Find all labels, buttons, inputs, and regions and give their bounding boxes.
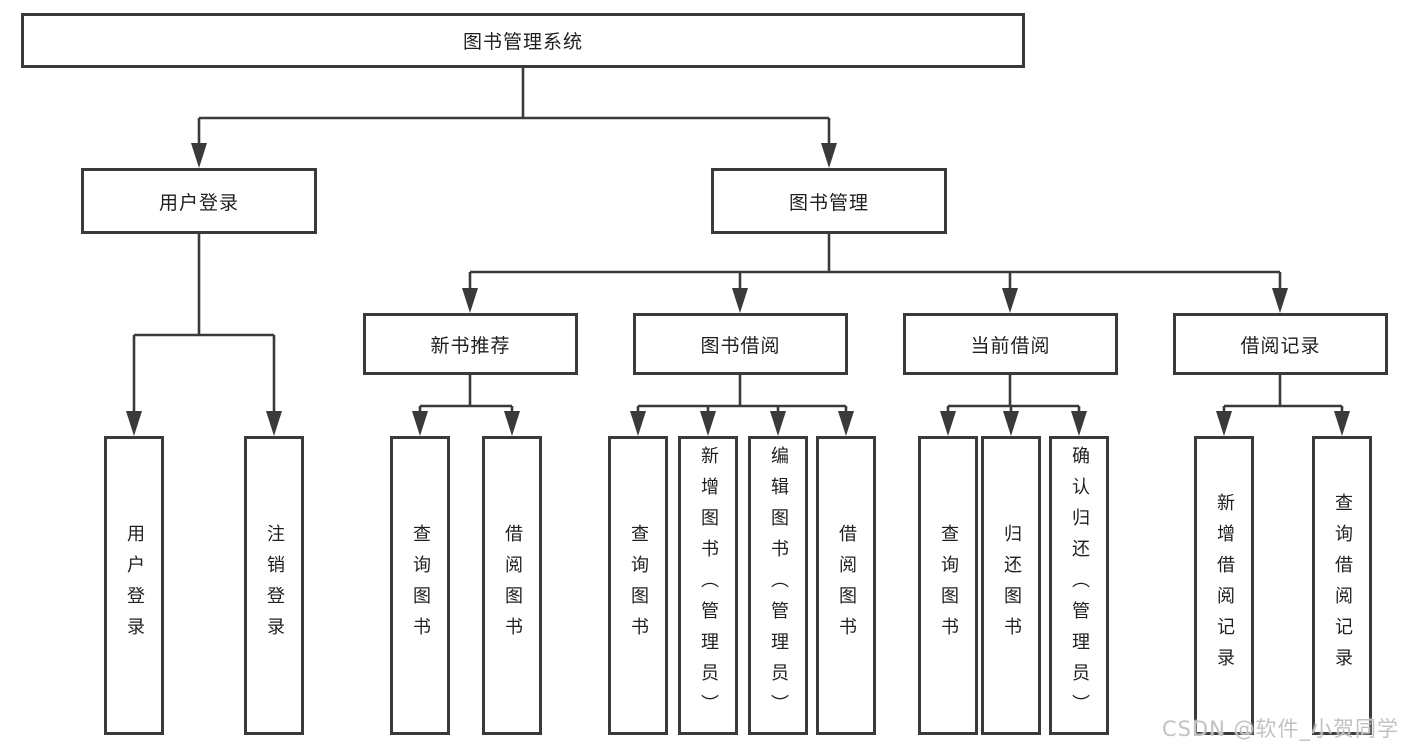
node-label: 查询图书: [938, 523, 959, 648]
node-label: 归还图书: [1001, 523, 1022, 648]
arrowhead-borrow-record: [1272, 288, 1288, 313]
connector-root-to-level2: [191, 68, 837, 168]
node-label: 借阅图书: [836, 523, 857, 648]
arrowhead-leaf: [504, 411, 520, 436]
node-user-login: 用户登录: [81, 168, 317, 234]
connector-line: [132, 234, 276, 414]
csdn-watermark: CSDN @软件_小贺同学: [1161, 717, 1399, 741]
node-label: 确认归还（管理员）: [1069, 446, 1090, 725]
node-label: 新增图书（管理员）: [698, 446, 719, 725]
node-label: 注销登录: [264, 523, 285, 648]
node-new-book-recommendation: 新书推荐: [363, 313, 578, 375]
node-book-management: 图书管理: [711, 168, 947, 234]
node-label: 当前借阅: [970, 334, 1051, 357]
arrowhead-leaf: [1334, 411, 1350, 436]
arrowhead-leaf-login: [126, 411, 142, 436]
arrowhead-leaf: [838, 411, 854, 436]
node-label: 借阅记录: [1240, 334, 1321, 357]
connector-line: [197, 68, 831, 148]
connector-borrow-record-to-leaves: [1216, 375, 1350, 436]
arrowhead-user-login: [191, 143, 207, 168]
node-label: 查询图书: [410, 523, 431, 648]
connector-line: [468, 234, 1282, 290]
connector-book-borrow-to-leaves: [630, 375, 854, 436]
leaf-borrow-books-2: 借阅图书: [816, 436, 876, 735]
arrowhead-leaf: [630, 411, 646, 436]
connector-user-login-to-leaves: [126, 234, 282, 436]
arrowhead-new-book-rec: [462, 288, 478, 313]
leaf-query-borrow-record: 查询借阅记录: [1312, 436, 1372, 735]
arrowhead-book-borrow: [732, 288, 748, 313]
connector-book-management-to-level3: [462, 234, 1288, 313]
leaf-user-login: 用户登录: [104, 436, 164, 735]
node-label: 用户登录: [124, 523, 145, 648]
leaf-add-borrow-record: 新增借阅记录: [1194, 436, 1254, 735]
arrowhead-leaf-logout: [266, 411, 282, 436]
node-label: 查询借阅记录: [1332, 492, 1353, 679]
node-label: 查询图书: [628, 523, 649, 648]
node-label: 用户登录: [158, 191, 239, 214]
node-label: 图书管理系统: [462, 31, 583, 53]
node-current-borrowing: 当前借阅: [903, 313, 1118, 375]
connector-line: [418, 375, 514, 414]
connector-line: [636, 375, 848, 414]
node-label: 图书借阅: [700, 334, 781, 357]
arrowhead-leaf: [940, 411, 956, 436]
connector-line: [946, 375, 1081, 414]
node-label: 编辑图书（管理员）: [768, 446, 789, 725]
leaf-borrow-books-1: 借阅图书: [482, 436, 542, 735]
connector-new-book-rec-to-leaves: [412, 375, 520, 436]
leaf-confirm-return-admin: 确认归还（管理员）: [1049, 436, 1109, 735]
node-label: 新增借阅记录: [1214, 492, 1235, 679]
leaf-query-books-3: 查询图书: [918, 436, 978, 735]
arrowhead-leaf: [1216, 411, 1232, 436]
leaf-edit-books-admin: 编辑图书（管理员）: [748, 436, 808, 735]
connector-current-borrow-to-leaves: [940, 375, 1087, 436]
leaf-return-books: 归还图书: [981, 436, 1041, 735]
arrowhead-leaf: [700, 411, 716, 436]
arrowhead-leaf: [412, 411, 428, 436]
node-book-borrowing: 图书借阅: [633, 313, 848, 375]
node-label: 图书管理: [788, 191, 869, 214]
node-label: 借阅图书: [502, 523, 523, 648]
arrowhead-leaf: [1071, 411, 1087, 436]
leaf-add-books-admin: 新增图书（管理员）: [678, 436, 738, 735]
connector-line: [1222, 375, 1344, 414]
node-label: 新书推荐: [430, 334, 511, 357]
leaf-query-books-1: 查询图书: [390, 436, 450, 735]
node-borrowing-records: 借阅记录: [1173, 313, 1388, 375]
leaf-query-books-2: 查询图书: [608, 436, 668, 735]
arrowhead-leaf: [770, 411, 786, 436]
arrowhead-book-management: [821, 143, 837, 168]
arrowhead-leaf: [1003, 411, 1019, 436]
node-root-library-system: 图书管理系统: [21, 13, 1025, 68]
arrowhead-current-borrow: [1002, 288, 1018, 313]
leaf-logout: 注销登录: [244, 436, 304, 735]
